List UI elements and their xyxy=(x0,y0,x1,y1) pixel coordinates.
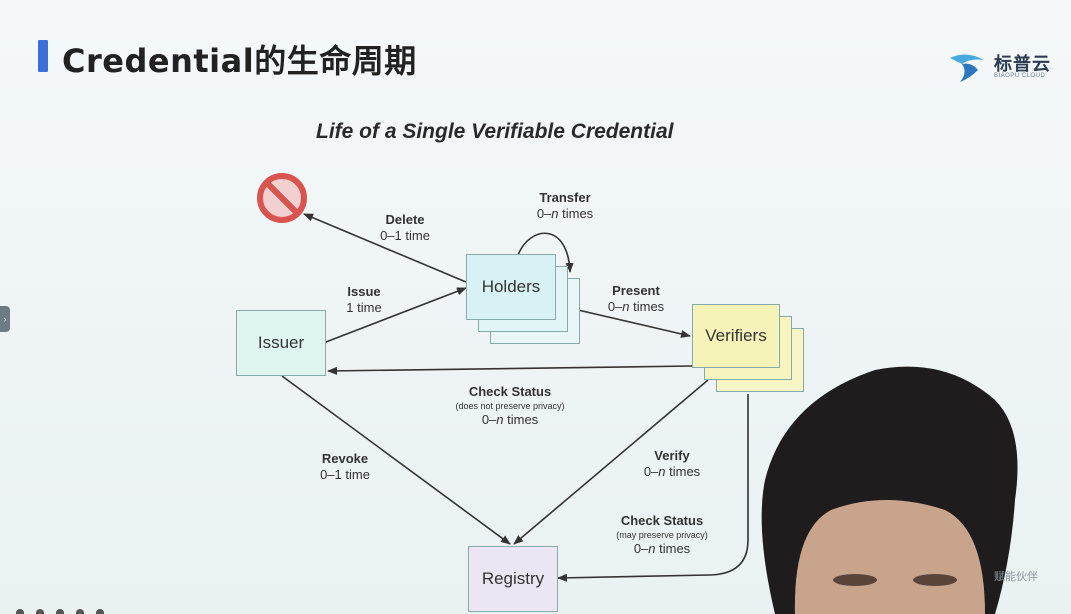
holders-node: Holders xyxy=(466,254,556,320)
verify-label: Verify xyxy=(654,448,690,463)
logo-subtitle: BIAOPU CLOUD xyxy=(994,73,1046,79)
issuer-label: Issuer xyxy=(257,333,305,352)
check-status-registry-label: Check Status xyxy=(620,513,704,528)
diagram-title: Life of a Single Verifiable Credential xyxy=(316,120,674,143)
present-arrow xyxy=(577,309,691,338)
verify-count: 0–n times xyxy=(643,464,701,479)
watermark-text: 赋能伙伴 xyxy=(994,570,1038,583)
check-status-issuer-edge-label: Check Status (does not preserve privacy)… xyxy=(430,384,590,428)
transfer-count: 0–n times xyxy=(536,206,594,221)
revoke-arrow xyxy=(281,375,511,545)
verify-edge-label: Verify 0–n times xyxy=(632,448,712,480)
holders-label: Holders xyxy=(481,277,541,296)
check-status-issuer-label: Check Status xyxy=(468,384,552,399)
side-expand-tab[interactable]: › xyxy=(0,306,10,332)
check-status-issuer-arrow xyxy=(327,365,693,375)
check-status-issuer-count: 0–n times xyxy=(481,412,539,427)
biaopu-logo-icon xyxy=(950,54,984,82)
verify-arrow xyxy=(513,379,709,545)
present-count: 0–n times xyxy=(607,299,665,314)
revoke-count: 0–1 time xyxy=(320,467,370,482)
verifiers-node: Verifiers xyxy=(692,304,780,368)
delete-edge-label: Delete 0–1 time xyxy=(370,212,440,244)
transfer-arrow xyxy=(517,232,574,273)
logo-name: 标普云 xyxy=(994,54,1051,75)
revoke-label: Revoke xyxy=(321,451,369,466)
slide-title: Credential的生命周期 xyxy=(62,42,417,80)
delete-arrow xyxy=(303,213,467,283)
issue-label: Issue xyxy=(347,284,381,299)
check-status-registry-edge-label: Check Status (may preserve privacy) 0–n … xyxy=(592,513,732,557)
title-accent-bar xyxy=(38,40,48,72)
check-status-registry-note: (may preserve privacy) xyxy=(616,530,708,540)
present-label: Present xyxy=(612,283,660,298)
check-status-registry-count: 0–n times xyxy=(633,541,691,556)
registry-node: Registry xyxy=(468,546,558,612)
present-edge-label: Present 0–n times xyxy=(596,283,676,315)
verifiers-label: Verifiers xyxy=(705,326,767,345)
prohibited-icon xyxy=(257,173,307,223)
issue-count: 1 time xyxy=(346,300,382,315)
delete-count: 0–1 time xyxy=(380,228,430,243)
transfer-edge-label: Transfer 0–n times xyxy=(525,190,605,222)
check-status-issuer-note: (does not preserve privacy) xyxy=(455,401,565,411)
issue-edge-label: Issue 1 time xyxy=(334,284,394,316)
issue-arrow xyxy=(325,287,467,343)
transfer-label: Transfer xyxy=(539,190,591,205)
delete-label: Delete xyxy=(385,212,425,227)
registry-label: Registry xyxy=(481,569,545,588)
presenter-video-overlay xyxy=(761,366,1018,614)
check-status-registry-arrow xyxy=(557,394,749,582)
issuer-node: Issuer xyxy=(236,310,326,376)
revoke-edge-label: Revoke 0–1 time xyxy=(310,451,380,483)
player-toolbar[interactable] xyxy=(0,604,120,614)
